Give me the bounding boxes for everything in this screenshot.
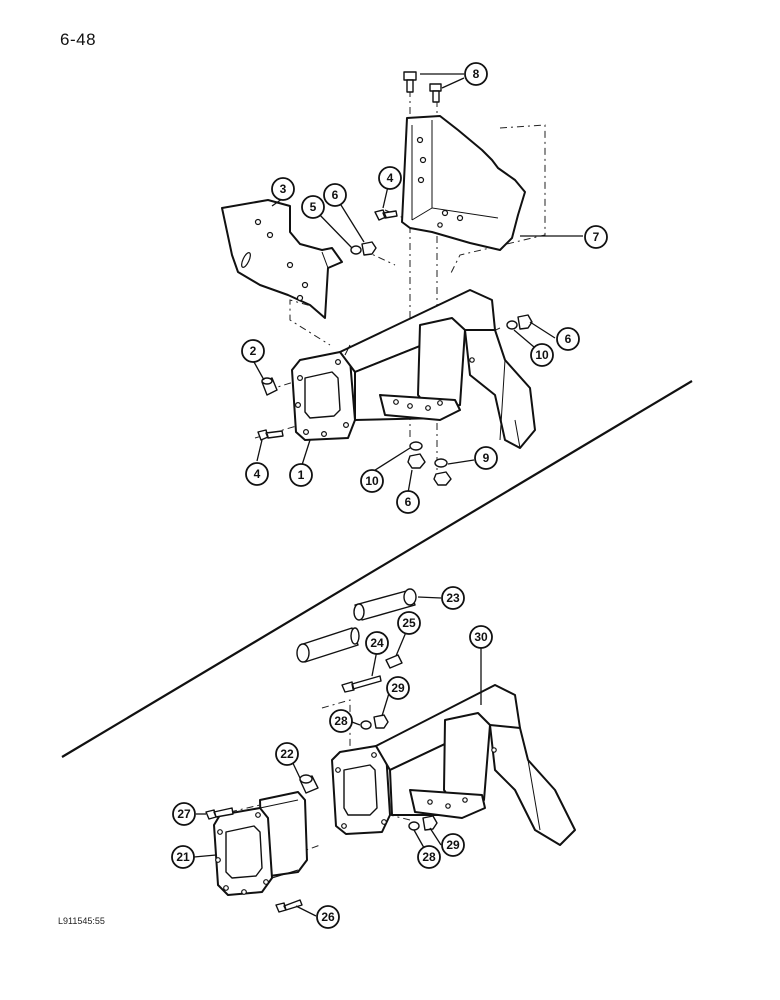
part-30-axle-housing <box>331 684 576 846</box>
part-29-nut-lower <box>422 815 438 831</box>
callout-10-bottom[interactable]: 10 <box>360 469 384 493</box>
svg-text:23: 23 <box>446 591 460 605</box>
callout-27[interactable]: 27 <box>172 802 196 826</box>
page-number: 6-48 <box>60 30 97 49</box>
svg-text:29: 29 <box>446 838 460 852</box>
part-26-bolt <box>275 899 303 913</box>
part-23-long-shaft <box>353 588 417 621</box>
callout-6-top[interactable]: 6 <box>323 183 347 207</box>
svg-text:10: 10 <box>365 474 379 488</box>
svg-text:7: 7 <box>593 230 600 244</box>
part-23-short-shaft <box>296 627 360 663</box>
svg-text:4: 4 <box>254 467 261 481</box>
callout-4-bottom[interactable]: 4 <box>245 462 269 486</box>
callout-8[interactable]: 8 <box>464 62 488 86</box>
document-code: L911545:55 <box>58 916 105 926</box>
callout-6-right[interactable]: 6 <box>556 327 580 351</box>
part-4-bolt-lower <box>257 429 284 441</box>
svg-text:8: 8 <box>473 67 480 81</box>
part-5-washer <box>350 245 362 255</box>
svg-text:28: 28 <box>422 850 436 864</box>
svg-text:6: 6 <box>332 188 339 202</box>
svg-text:2: 2 <box>250 344 257 358</box>
part-28-washer-lower <box>408 821 420 831</box>
part-29-nut-upper <box>373 714 389 729</box>
svg-text:21: 21 <box>176 850 190 864</box>
part-6-nut-lower-b <box>433 471 452 486</box>
part-2-bushing <box>261 377 278 396</box>
part-1-axle-housing <box>291 289 536 449</box>
part-6-nut-right <box>517 314 533 330</box>
callout-4-top[interactable]: 4 <box>378 166 402 190</box>
svg-text:3: 3 <box>280 182 287 196</box>
callout-29-upper[interactable]: 29 <box>386 676 410 700</box>
callout-29-lower[interactable]: 29 <box>441 833 465 857</box>
part-27-bolt <box>205 807 234 820</box>
section-divider-line <box>61 380 693 758</box>
svg-text:1: 1 <box>298 468 305 482</box>
part-28-washer-upper <box>360 720 372 730</box>
svg-text:9: 9 <box>483 451 490 465</box>
part-10-washer-right <box>506 320 518 330</box>
svg-text:10: 10 <box>535 348 549 362</box>
part-4-bolt <box>374 209 398 221</box>
svg-text:4: 4 <box>387 171 394 185</box>
svg-text:25: 25 <box>402 616 416 630</box>
callout-1[interactable]: 1 <box>289 463 313 487</box>
part-25-fitting <box>385 654 403 669</box>
callout-10-right[interactable]: 10 <box>530 343 554 367</box>
callout-3[interactable]: 3 <box>271 177 295 201</box>
svg-text:24: 24 <box>370 636 384 650</box>
callout-21[interactable]: 21 <box>171 845 195 869</box>
part-3-mounting-plate <box>221 199 343 319</box>
svg-text:27: 27 <box>177 807 191 821</box>
part-8-bolts <box>403 71 442 103</box>
top-assembly <box>221 71 546 486</box>
svg-text:30: 30 <box>474 630 488 644</box>
part-6-nut <box>361 241 377 256</box>
svg-text:26: 26 <box>321 910 335 924</box>
part-21-adapter-flange <box>213 791 308 896</box>
svg-text:22: 22 <box>280 747 294 761</box>
part-9-washer <box>434 458 448 468</box>
callout-24[interactable]: 24 <box>365 631 389 655</box>
callout-7[interactable]: 7 <box>584 225 608 249</box>
part-6-nut-lower <box>407 453 426 469</box>
callout-6-bottom[interactable]: 6 <box>396 490 420 514</box>
svg-text:28: 28 <box>334 714 348 728</box>
callout-26[interactable]: 26 <box>316 905 340 929</box>
part-10-washer-lower <box>409 441 423 451</box>
bottom-assembly <box>205 588 576 913</box>
part-7-support-bracket <box>401 115 526 251</box>
callout-2[interactable]: 2 <box>241 339 265 363</box>
callout-30[interactable]: 30 <box>469 625 493 649</box>
callout-5[interactable]: 5 <box>301 195 325 219</box>
callouts: 8 7 3 5 6 4 6 10 2 4 1 10 9 6 23 24 25 3… <box>171 62 608 929</box>
callout-28-lower[interactable]: 28 <box>417 845 441 869</box>
callout-22[interactable]: 22 <box>275 742 299 766</box>
part-24-bolt <box>341 675 382 693</box>
callout-25[interactable]: 25 <box>397 611 421 635</box>
svg-text:6: 6 <box>405 495 412 509</box>
callout-23[interactable]: 23 <box>441 586 465 610</box>
part-22-bushing <box>299 774 319 794</box>
svg-text:6: 6 <box>565 332 572 346</box>
callout-28-upper[interactable]: 28 <box>329 709 353 733</box>
callout-9[interactable]: 9 <box>474 446 498 470</box>
svg-text:29: 29 <box>391 681 405 695</box>
svg-text:5: 5 <box>310 200 317 214</box>
